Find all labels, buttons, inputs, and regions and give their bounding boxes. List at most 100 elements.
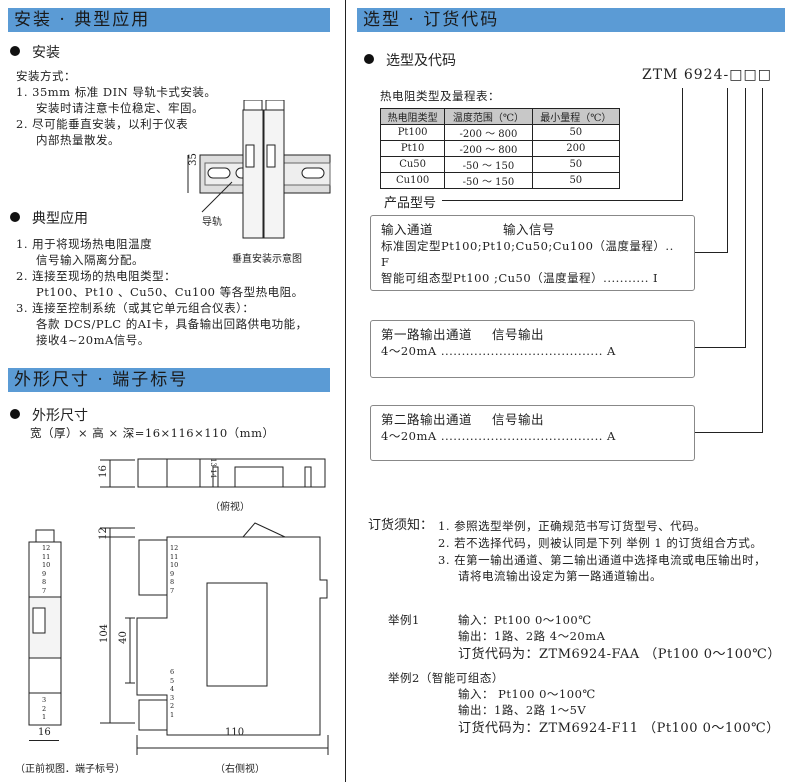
top-view-drawing: [100, 458, 326, 488]
example-output: 输出：1路、2路 1～5V: [458, 703, 587, 717]
selection-title: 选型及代码: [386, 53, 456, 69]
output1-option-line: 4～20mA .................................…: [381, 344, 616, 358]
output2-code-box: 第二路输出通道 信号输出 4～20mA .....................…: [370, 405, 695, 461]
terminal-number: 3: [42, 696, 47, 704]
terminal-number: 8: [42, 578, 47, 586]
dimensions-heading: 外形尺寸: [10, 405, 88, 425]
table-cell: -200 ～ 800: [444, 140, 533, 157]
table-header-cell: 最小量程（℃）: [531, 108, 621, 125]
terminal-number: 1: [170, 710, 175, 719]
terminal-number: 11: [42, 552, 51, 561]
example-input: 输入： Pt100 0～100℃: [458, 687, 596, 701]
terminal-number: 7: [170, 586, 175, 595]
table-header-cell: 温度范围（℃）: [444, 108, 533, 125]
terminal-number: 8: [170, 578, 175, 586]
application-line: 1. 用于将现场热电阻温度: [16, 237, 153, 251]
terminal-number: 9: [42, 569, 47, 578]
front-view-dim: 16: [38, 727, 51, 738]
application-line: 接收4~20mA信号。: [36, 333, 150, 347]
table-cell: Cu50: [379, 156, 446, 173]
table-title: 热电阻类型及量程表：: [380, 89, 500, 103]
connector-line: [682, 88, 683, 201]
input-option-line: 智能可组态型Pt100 ;Cu50（温度量程）........... I: [381, 271, 659, 285]
terminal-number: 3: [170, 693, 175, 702]
code-box-icon: □: [729, 67, 744, 83]
terminal-number: 5: [170, 676, 175, 685]
connector-line: [745, 88, 746, 348]
connector-line: [695, 347, 746, 348]
section-header-install: 安装 · 典型应用: [8, 8, 330, 32]
connector-line: [695, 252, 728, 253]
output1-code-box: 第一路输出通道信号输出 4～20mA .....................…: [370, 320, 695, 378]
output1-signal-label: 信号输出: [492, 327, 545, 342]
terminal-number: 12: [42, 544, 51, 552]
top-view-dim: 16: [97, 465, 109, 478]
example-code: 订货代码为：ZTM6924-FAA （Pt100 0～100℃）: [458, 647, 781, 662]
code-box-icon: □: [743, 67, 758, 83]
terminal-number: 4: [170, 685, 175, 693]
example-output: 输出：1路、2路 4～20mA: [458, 629, 606, 643]
table-header-row: 热电阻类型温度范围（℃）最小量程（℃）: [379, 108, 621, 125]
table-cell: -50 ～ 150: [444, 156, 533, 173]
top-view-terminals: 13 14: [209, 457, 218, 479]
terminal-number: 7: [42, 586, 47, 595]
connector-line: [727, 88, 728, 253]
application-line: Pt100、Pt10 、Cu50、Cu100 等各型热电阻。: [36, 285, 304, 299]
din-rail-figure: [187, 100, 331, 239]
table-cell: Cu100: [379, 172, 446, 189]
input-code-box: 输入通道 输入信号 标准固定型Pt100;Pt10;Cu50;Cu100（温度量程…: [370, 215, 695, 291]
order-notes-label: 订货须知：: [368, 518, 434, 533]
bullet-icon: [364, 54, 374, 64]
front-dim-line: [29, 740, 59, 741]
output2-channel-label: 第二路输出通道: [381, 412, 473, 427]
install-line: 2. 尽可能垂直安装，以利于仪表: [16, 117, 189, 131]
install-method-label: 安装方式：: [16, 69, 76, 83]
dimensions-formula: 宽（厚）× 高 × 深=16×116×110（mm）: [30, 426, 275, 440]
connector-line: [442, 200, 682, 201]
output2-signal-label: 信号输出: [492, 412, 545, 427]
install-heading: 安装: [10, 42, 60, 62]
order-note: 1. 参照选型举例，正确规范书写订货型号、代码。: [438, 519, 707, 533]
front-view-drawing: [28, 529, 62, 726]
table-header-cell: 热电阻类型: [379, 108, 446, 125]
terminal-number: 10: [170, 561, 179, 569]
table-cell: Pt100: [379, 124, 446, 141]
application-line: 3. 连接至控制系统（或其它单元组合仪表）：: [16, 301, 255, 315]
side-view-caption: （右侧视）: [215, 764, 265, 775]
input-box-header: 输入通道 输入信号: [381, 222, 684, 238]
model-code: ZTM 6924-□□□: [642, 67, 772, 83]
output1-box-header: 第一路输出通道信号输出: [381, 327, 684, 343]
terminal-number: 2: [42, 704, 47, 713]
order-note: 2. 若不选择代码，则被认同是下列 举例 1 的订货组合方式。: [438, 536, 763, 550]
input-channel-label: 输入通道: [381, 222, 434, 237]
application-line: 各款 DCS/PLC 的AI卡，具备输出回路供电功能，: [36, 317, 308, 331]
example-label: 举例1: [388, 613, 420, 627]
terminal-number: 9: [170, 569, 175, 578]
install-figure-caption: 垂直安装示意图: [232, 254, 302, 265]
order-note: 请将电流输出设定为第一路通道输出。: [458, 569, 662, 583]
table-cell: 200: [531, 140, 621, 157]
rail-dim-label: 35: [187, 153, 199, 166]
rail-label: 导轨: [202, 217, 222, 228]
section-header-ordering: 选型 · 订货代码: [357, 8, 785, 32]
side-dim-top: 12: [97, 527, 109, 540]
side-view-drawing: [100, 522, 329, 755]
install-title: 安装: [32, 45, 60, 61]
output2-box-header: 第二路输出通道 信号输出: [381, 412, 684, 428]
table-cell: 50: [531, 124, 621, 141]
input-option-line: 标准固定型Pt100;Pt10;Cu50;Cu100（温度量程）.. F: [381, 239, 674, 269]
input-signal-label: 输入信号: [503, 222, 556, 237]
order-note: 3. 在第一输出通道、第二输出通道中选择电流或电压输出时，: [438, 553, 767, 567]
side-dim-width: 110: [225, 727, 245, 738]
connector-line: [762, 88, 763, 433]
output2-option-line: 4～20mA .................................…: [381, 429, 616, 443]
application-title: 典型应用: [32, 211, 88, 227]
